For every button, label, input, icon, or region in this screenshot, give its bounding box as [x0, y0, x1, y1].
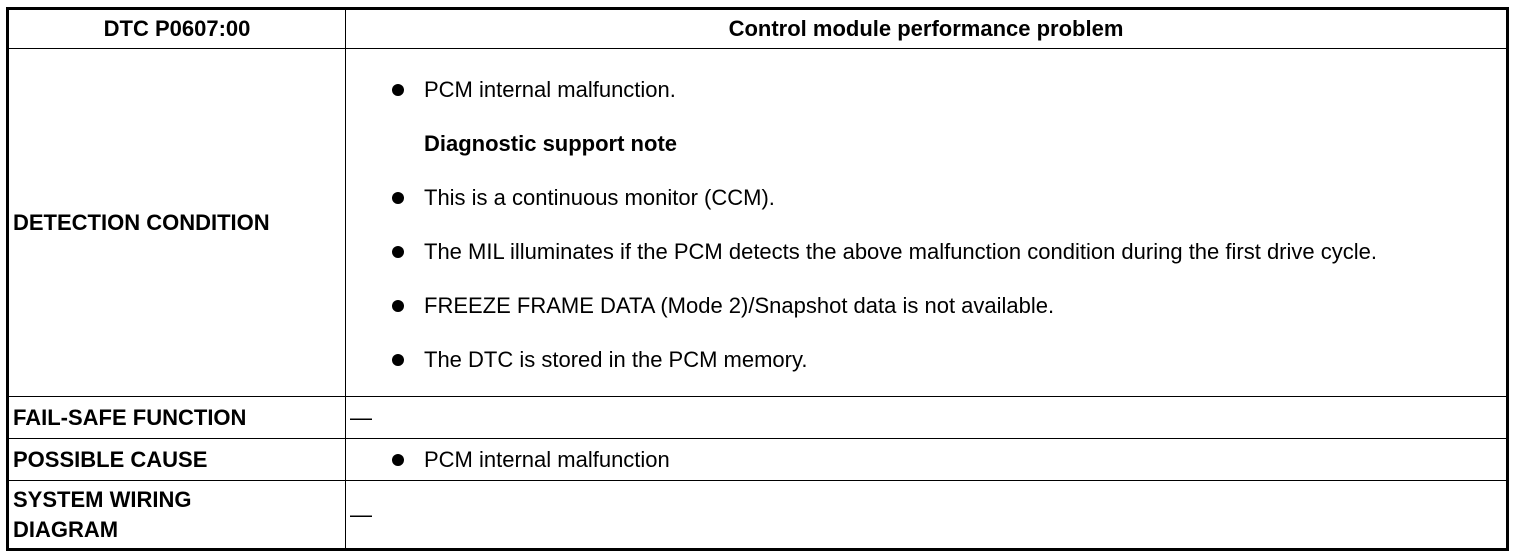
- wiring-row: SYSTEM WIRING DIAGRAM —: [7, 480, 1508, 550]
- header-row: DTC P0607:00 Control module performance …: [7, 8, 1508, 49]
- fail-safe-row: FAIL-SAFE FUNCTION —: [7, 396, 1508, 439]
- bullet-icon: [392, 192, 404, 204]
- bullet-icon: [392, 300, 404, 312]
- wiring-value: —: [345, 480, 1508, 550]
- fail-safe-value: —: [345, 396, 1508, 439]
- bullet-icon: [392, 453, 404, 466]
- diagnostic-note-item: This is a continuous monitor (CCM).: [346, 183, 1506, 213]
- possible-cause-item: PCM internal malfunction: [346, 445, 1506, 475]
- fail-safe-label: FAIL-SAFE FUNCTION: [7, 396, 346, 439]
- wiring-label: SYSTEM WIRING DIAGRAM: [7, 480, 346, 550]
- diagnostic-note-title: Diagnostic support note: [424, 131, 677, 156]
- diagnostic-note-item: FREEZE FRAME DATA (Mode 2)/Snapshot data…: [346, 291, 1506, 321]
- possible-cause-row: POSSIBLE CAUSE PCM internal malfunction: [7, 438, 1508, 481]
- detection-item: PCM internal malfunction.: [346, 75, 1506, 105]
- dtc-table: DTC P0607:00 Control module performance …: [6, 7, 1509, 551]
- diagnostic-note-item: The MIL illuminates if the PCM detects t…: [346, 237, 1506, 267]
- dtc-sheet: DTC P0607:00 Control module performance …: [6, 7, 1509, 551]
- detection-condition-row: DETECTION CONDITION PCM internal malfunc…: [7, 48, 1508, 397]
- possible-cause-content: PCM internal malfunction: [345, 438, 1508, 481]
- bullet-icon: [392, 246, 404, 258]
- diagnostic-note-item: The DTC is stored in the PCM memory.: [346, 345, 1506, 375]
- detection-condition-content: PCM internal malfunction. Diagnostic sup…: [345, 48, 1508, 397]
- detection-condition-label: DETECTION CONDITION: [7, 48, 346, 397]
- bullet-icon: [392, 84, 404, 96]
- bullet-icon: [392, 354, 404, 366]
- possible-cause-label: POSSIBLE CAUSE: [7, 438, 346, 481]
- dtc-title-cell: Control module performance problem: [345, 8, 1508, 49]
- dtc-code-cell: DTC P0607:00: [7, 8, 346, 49]
